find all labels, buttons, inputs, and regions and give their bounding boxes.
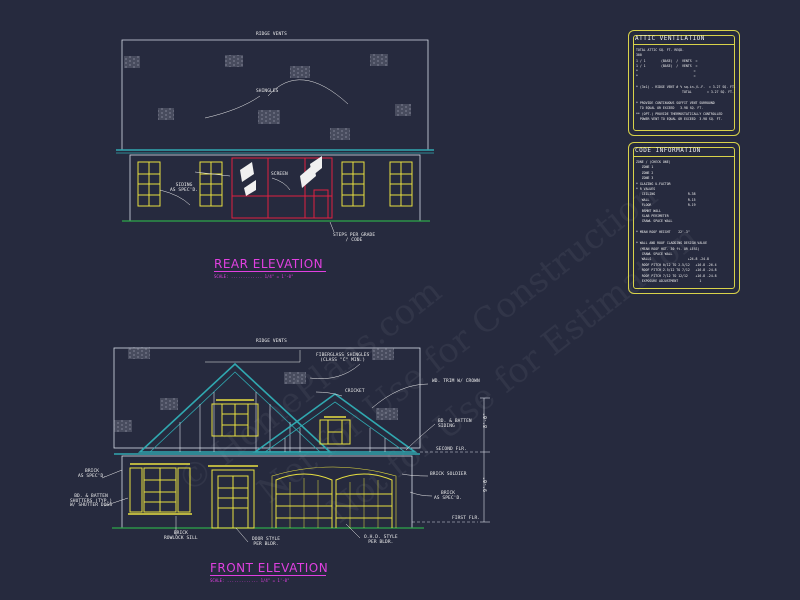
front-door-style-label: DOOR STYLE PER BLDR. bbox=[252, 537, 281, 547]
front-garage-doors bbox=[271, 466, 397, 528]
svg-text:8'-0": 8'-0" bbox=[483, 413, 489, 428]
code-panel-frame bbox=[633, 147, 735, 289]
front-wd-trim-label: WD. TRIM W/ CROWN bbox=[432, 379, 480, 384]
front-elevation: 8'-0" 9'-0" bbox=[101, 347, 490, 543]
code-information-panel: CODE INFORMATION ZONE / (CHECK ONE) ZONE… bbox=[628, 142, 740, 294]
rear-screen-porch bbox=[231, 157, 333, 219]
code-panel-title: CODE INFORMATION bbox=[635, 147, 701, 154]
front-shingle-patches bbox=[114, 347, 398, 432]
front-brick-left-label: BRICK AS SPEC'D. bbox=[78, 469, 107, 479]
front-title-underline bbox=[210, 575, 326, 576]
front-scale: SCALE: ............. 1/4" = 1'-0" bbox=[210, 578, 290, 583]
code-panel-divider bbox=[633, 156, 735, 157]
front-upper-window-right bbox=[319, 416, 351, 445]
rear-steps-label: STEPS PER GRADE / CODE bbox=[333, 233, 376, 243]
rear-window-3 bbox=[341, 161, 365, 207]
front-shutters-label: BD. & BATTEN SHUTTERS (TYP.) W/ SHUTTER … bbox=[70, 494, 113, 508]
attic-panel-frame bbox=[633, 35, 735, 131]
front-ohd-style-label: O.H.D. STYLE PER BLDR. bbox=[364, 535, 398, 545]
front-entry-door bbox=[208, 465, 258, 529]
front-bd-batten-siding-label: BD. & BATTEN SIDING bbox=[438, 419, 472, 429]
rear-ridge-vents-label: RIDGE VENTS bbox=[256, 32, 287, 37]
rear-shingles-label: SHINGLES bbox=[256, 89, 279, 94]
code-panel-notes: ZONE / (CHECK ONE) ZONE 1 ZONE 2 ZONE 3 … bbox=[636, 160, 717, 283]
front-fiberglass-label: FIBERGLASS SHINGLES (CLASS "C" MIN.) bbox=[316, 353, 370, 363]
front-brick-soldier-label: BRICK SOLDIER bbox=[430, 472, 467, 477]
rear-screen-label: SCREEN bbox=[271, 172, 288, 177]
front-elevation-title: FRONT ELEVATION bbox=[210, 561, 329, 575]
front-brick-right-label: BRICK AS SPEC'D. bbox=[434, 491, 463, 501]
rear-scale: SCALE: ............. 1/4" = 1'-0" bbox=[214, 274, 294, 279]
rear-siding-label: SIDING AS SPEC'D. bbox=[170, 183, 199, 193]
attic-ventilation-panel: ATTIC VENTILATION TOTAL ATTIC SQ. FT. RE… bbox=[628, 30, 740, 136]
front-left-gable bbox=[137, 362, 333, 453]
svg-text:9'-0": 9'-0" bbox=[483, 477, 489, 492]
rear-title-underline bbox=[214, 271, 326, 272]
attic-panel-divider bbox=[633, 44, 735, 45]
front-rowlock-label: BRICK ROWLOCK SILL bbox=[164, 531, 198, 541]
attic-panel-notes: TOTAL ATTIC SQ. FT. REQD. 300 1 / 1 (BAS… bbox=[636, 48, 736, 121]
front-first-flr-label: FIRST FLR. bbox=[452, 516, 481, 521]
front-lower-window bbox=[128, 463, 192, 515]
front-upper-window-left bbox=[211, 399, 259, 437]
front-cricket-label: CRICKET bbox=[345, 389, 365, 394]
rear-window-2 bbox=[199, 161, 223, 207]
front-second-flr-label: SECOND FLR. bbox=[436, 447, 467, 452]
rear-window-4 bbox=[389, 161, 413, 207]
front-right-gable bbox=[252, 393, 418, 453]
rear-shingle-patches bbox=[124, 54, 411, 140]
rear-elevation bbox=[116, 39, 434, 233]
front-dimension bbox=[412, 397, 490, 523]
rear-window-1 bbox=[137, 161, 161, 207]
rear-elevation-title: REAR ELEVATION bbox=[214, 257, 324, 271]
front-roof bbox=[113, 347, 421, 449]
front-ridge-vents-label: RIDGE VENTS bbox=[256, 339, 287, 344]
attic-panel-title: ATTIC VENTILATION bbox=[635, 35, 705, 42]
rear-screen-glare bbox=[240, 156, 322, 196]
